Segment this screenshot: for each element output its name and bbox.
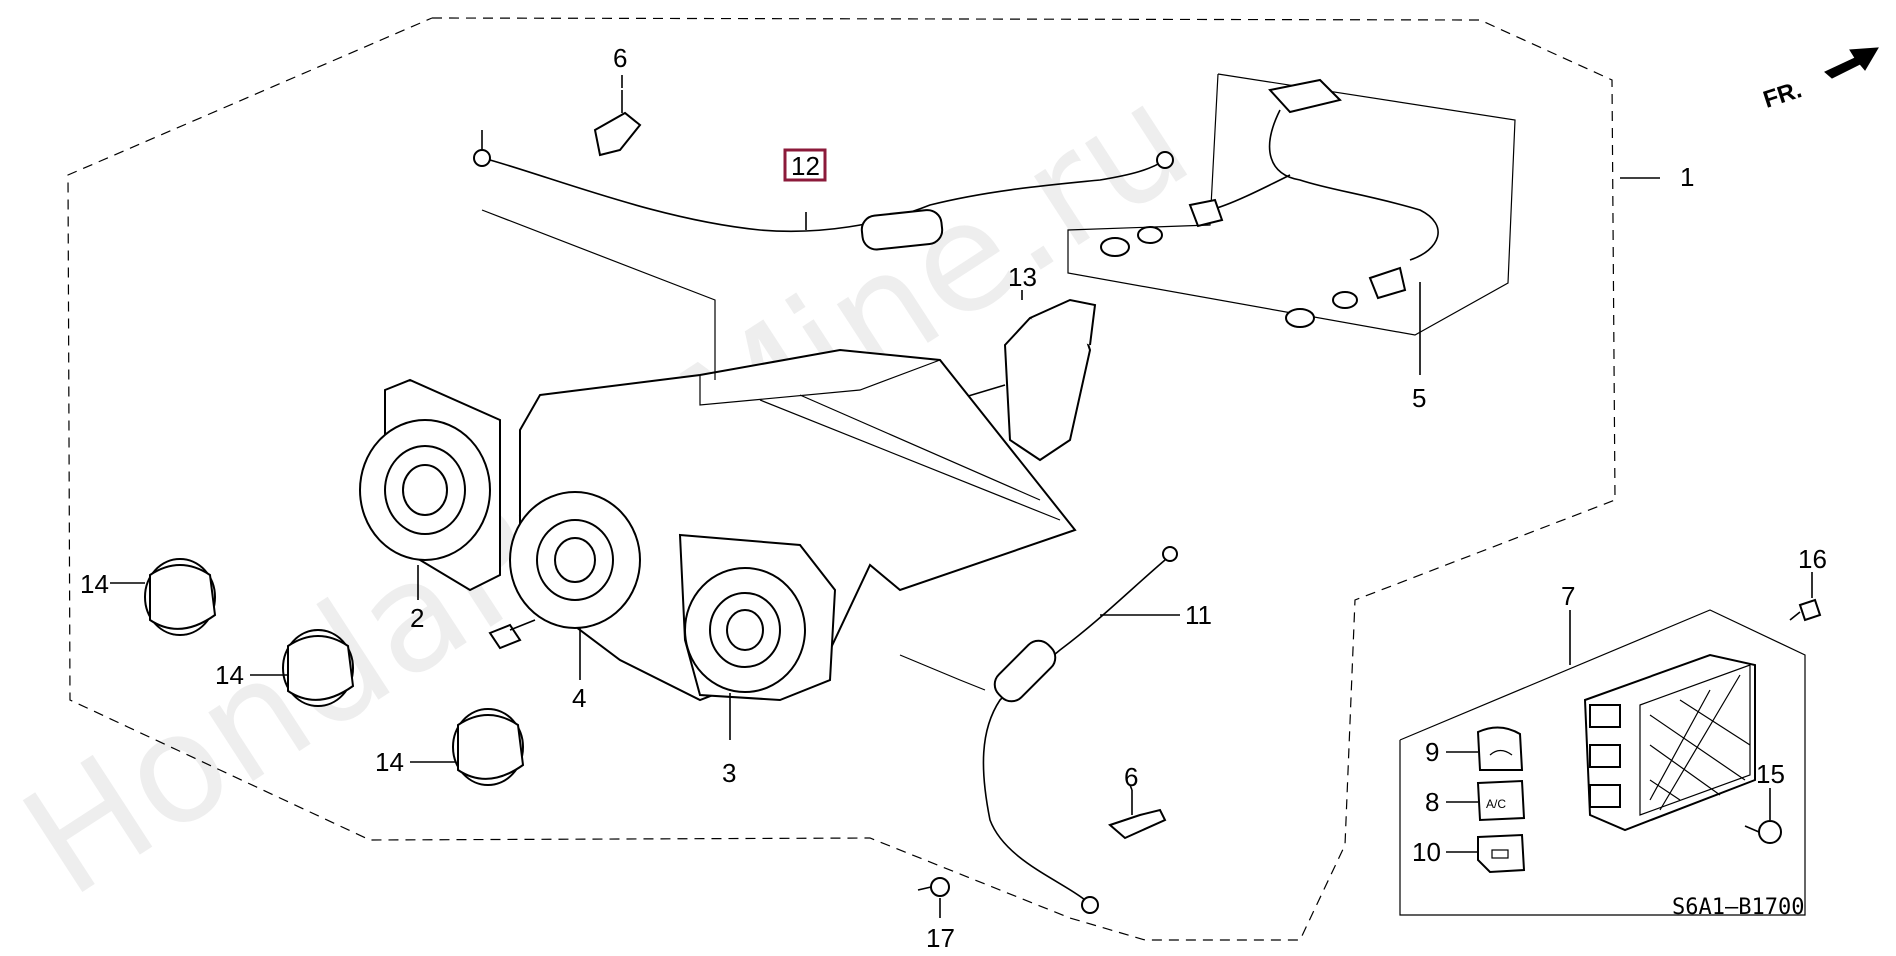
callout-7[interactable]: 7 — [1561, 581, 1575, 611]
callout-14-a[interactable]: 14 — [80, 569, 109, 599]
part-8-button: A/C — [1476, 779, 1526, 822]
callout-11[interactable]: 11 — [1185, 600, 1212, 630]
callout-4[interactable]: 4 — [572, 683, 586, 713]
callout-14-b[interactable]: 14 — [215, 660, 244, 690]
callout-13[interactable]: 13 — [1008, 262, 1037, 292]
part-6-clip-top — [593, 90, 642, 157]
harness-boundary — [1067, 73, 1516, 336]
part-14-knob-a — [144, 558, 217, 636]
callout-6-top[interactable]: 6 — [613, 43, 627, 73]
assembly-boundary — [67, 17, 1616, 941]
callout-12-highlight — [783, 148, 827, 182]
part-14-knob-b — [282, 629, 355, 707]
callout-17[interactable]: 17 — [926, 923, 955, 953]
part-2-control — [359, 378, 501, 592]
leader-lines — [110, 75, 1813, 918]
callout-10[interactable]: 10 — [1412, 837, 1441, 867]
part-7-panel — [1583, 653, 1756, 832]
part-9-button — [1476, 726, 1524, 771]
callout-14-c[interactable]: 14 — [375, 747, 404, 777]
callout-1[interactable]: 1 — [1680, 162, 1694, 192]
callout-15[interactable]: 15 — [1756, 759, 1785, 789]
part-11-cable — [982, 546, 1178, 914]
part-15-screw — [1744, 820, 1782, 844]
callout-2[interactable]: 2 — [410, 603, 424, 633]
part-5-harness — [1100, 78, 1439, 328]
callout-8[interactable]: 8 — [1425, 787, 1439, 817]
callout-16[interactable]: 16 — [1798, 544, 1827, 574]
arrow-icon — [1824, 47, 1879, 79]
callout-6-bottom[interactable]: 6 — [1124, 762, 1138, 792]
part-17-screw — [917, 877, 950, 897]
callout-12[interactable]: 12 — [791, 151, 820, 181]
callout-5[interactable]: 5 — [1412, 383, 1426, 413]
fr-label: FR. — [1760, 76, 1805, 114]
panel-boundary — [1399, 609, 1806, 916]
diagram-code: S6A1–B1700 — [1672, 895, 1804, 920]
part-14-knob-c — [452, 708, 525, 786]
part-6-clip-bottom — [1108, 790, 1167, 840]
part-10-button — [1477, 833, 1526, 874]
part-4-control — [509, 491, 641, 629]
callouts: 1 2 3 4 5 6 6 7 8 9 10 11 12 13 14 14 14… — [80, 43, 1827, 953]
callout-3[interactable]: 3 — [722, 758, 736, 788]
front-direction-indicator: FR. — [1760, 47, 1879, 114]
part-16-screw — [1789, 598, 1822, 622]
part-3-control — [678, 533, 837, 702]
part-12-cable — [473, 130, 1174, 251]
heater-control-housing — [359, 348, 1077, 702]
ac-label: A/C — [1486, 797, 1506, 811]
callout-9[interactable]: 9 — [1425, 737, 1439, 767]
